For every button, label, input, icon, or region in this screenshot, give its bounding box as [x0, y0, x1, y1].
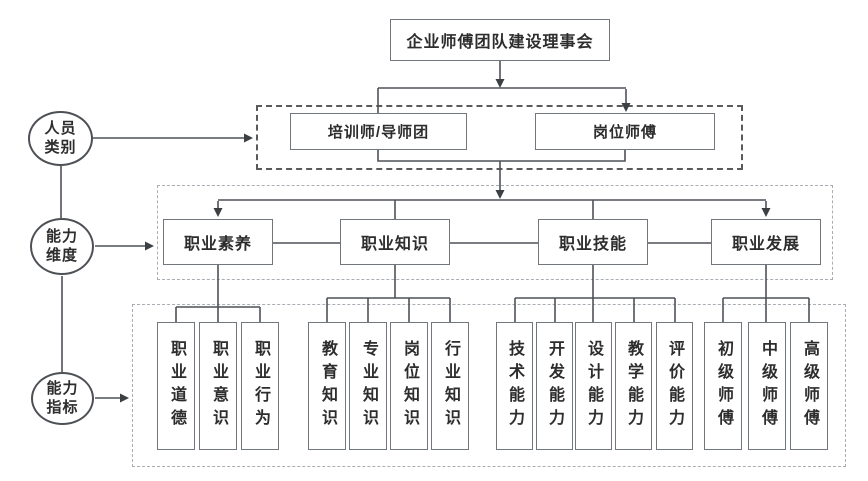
circle-label-line: 能力	[46, 379, 79, 397]
circle-capability-dimension: 能力 维度	[30, 218, 94, 275]
dimension-group-frame	[157, 185, 833, 280]
circle-label-line: 人员	[44, 119, 77, 137]
node-senior-master: 高级师傅	[790, 322, 828, 450]
circle-label-line: 能力	[45, 227, 78, 245]
node-professional-behavior: 职业行为	[241, 322, 279, 450]
circle-label-line: 指标	[46, 398, 79, 416]
node-trainer-mentor-group: 培训师/导师团	[290, 113, 467, 150]
node-professional-skill: 职业技能	[538, 219, 648, 265]
circle-label-line: 类别	[44, 138, 77, 156]
node-post-knowledge: 岗位知识	[390, 322, 428, 450]
node-education-knowledge: 教育知识	[308, 322, 346, 450]
node-professional-quality: 职业素养	[163, 219, 273, 265]
node-technical-ability: 技术能力	[496, 322, 533, 450]
node-design-ability: 设计能力	[575, 322, 612, 450]
node-development-ability: 开发能力	[536, 322, 573, 450]
node-post-master: 岗位师傅	[535, 113, 715, 150]
node-major-knowledge: 专业知识	[349, 322, 387, 450]
node-professional-knowledge: 职业知识	[340, 219, 450, 265]
node-intermediate-master: 中级师傅	[748, 322, 786, 450]
node-teaching-ability: 教学能力	[615, 322, 652, 450]
node-industry-knowledge: 行业知识	[431, 322, 469, 450]
indicator-group-frame	[132, 304, 846, 467]
node-professional-development: 职业发展	[711, 219, 821, 265]
circle-capability-indicator: 能力 指标	[31, 372, 94, 425]
circle-label-line: 维度	[45, 246, 78, 264]
node-professional-awareness: 职业意识	[199, 322, 237, 450]
node-council: 企业师傅团队建设理事会	[390, 19, 610, 61]
circle-personnel-category: 人员 类别	[28, 111, 93, 166]
node-evaluation-ability: 评价能力	[656, 322, 693, 450]
node-junior-master: 初级师傅	[704, 322, 742, 450]
node-professional-ethics: 职业道德	[157, 322, 195, 450]
